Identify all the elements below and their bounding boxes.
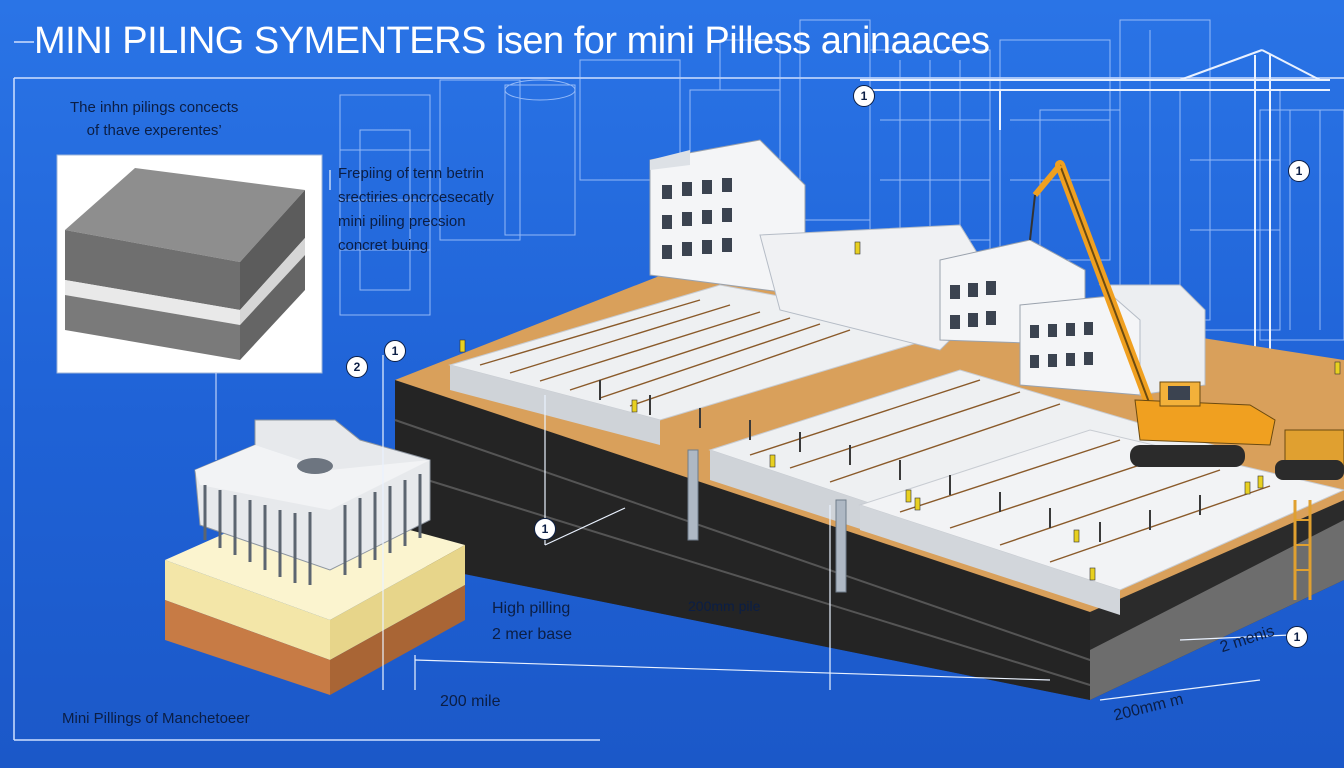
intro-line-2: of thave experentes’ xyxy=(86,122,222,139)
site-buildings xyxy=(649,139,1206,396)
callout-badge: 1 xyxy=(534,518,556,540)
intro-text: The inhn pilings concects of thave exper… xyxy=(70,96,238,142)
notes-line-2: srectiries oncrcesecatly xyxy=(338,189,494,206)
callout-badge: 2 xyxy=(346,356,368,378)
callout-badge: 1 xyxy=(384,340,406,362)
high-piling-line-2: 2 mer base xyxy=(492,626,573,643)
footer-caption: Mini Pillings of Manchetoeer xyxy=(62,710,250,727)
workers xyxy=(459,241,1341,581)
callout-badge: 1 xyxy=(1286,626,1308,648)
notes-text: Frepiing of tenn betrin srectiries oncrc… xyxy=(338,162,494,258)
callout-badge: 1 xyxy=(853,85,875,107)
page-title: MINI PILING SYMENTERS isen for mini Pill… xyxy=(34,20,990,62)
pile-cap-model xyxy=(165,419,465,695)
high-piling-label: High pilling 2 mer base xyxy=(492,596,572,648)
tower-crane xyxy=(860,49,1330,400)
layer-sample xyxy=(56,154,323,460)
notes-line-1: Frepiing of tenn betrin xyxy=(338,165,484,182)
notes-line-4: concret buing xyxy=(338,237,429,254)
mile-200-label: 200 mile xyxy=(440,693,501,710)
excavator xyxy=(1029,160,1344,600)
intro-line-1: The inhn pilings concects xyxy=(70,99,239,116)
site-block xyxy=(394,260,1344,700)
high-piling-line-1: High pilling xyxy=(492,600,571,617)
pile-200mm-label: 200mm pile xyxy=(688,598,761,614)
notes-line-3: mini piling precsion xyxy=(338,213,466,230)
frame-lines xyxy=(13,41,1344,741)
callout-badge: 1 xyxy=(1288,160,1310,182)
